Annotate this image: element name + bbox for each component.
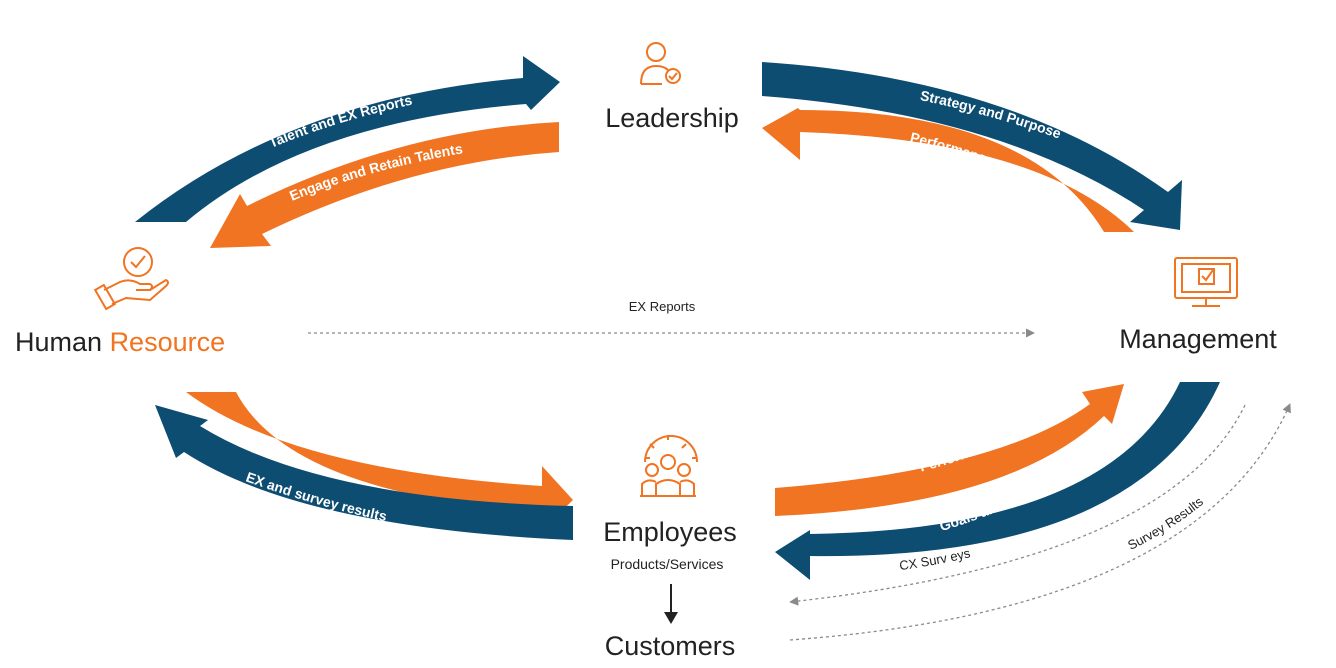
label-survey-results: Survey Results (1125, 493, 1206, 552)
arrow-engagement-surveys (186, 392, 573, 530)
survey-results-dotted-arrow (789, 403, 1291, 641)
label-ex-reports: EX Reports (629, 299, 696, 314)
hand-check-icon (93, 247, 169, 311)
team-gear-icon (640, 435, 698, 497)
human-resource-label-part1: Human (15, 327, 102, 357)
employees-label: Employees (603, 517, 737, 547)
arrow-performance-top (762, 108, 1134, 232)
arrow-talent-ex-reports (135, 56, 560, 222)
arrow-ex-survey-results (155, 405, 573, 540)
human-resource-label: Human Resource (15, 327, 225, 357)
arrow-goals-kpis (775, 382, 1220, 580)
person-check-icon (640, 42, 681, 85)
leadership-label: Leadership (605, 103, 739, 133)
management-label: Management (1119, 324, 1277, 354)
employees-customers-arrowhead (664, 612, 678, 624)
arrow-performance-bottom (775, 384, 1124, 516)
cx-surveys-dotted-arrow (789, 404, 1246, 606)
arrow-strategy-purpose (762, 62, 1182, 230)
label-engage-retain: Engage and Retain Talents (287, 140, 464, 203)
monitor-check-icon (1174, 257, 1238, 307)
arrow-engage-retain (210, 122, 559, 248)
employees-sublabel: Products/Services (611, 556, 724, 572)
customers-label: Customers (605, 631, 736, 661)
human-resource-label-part2: Resource (110, 327, 226, 357)
